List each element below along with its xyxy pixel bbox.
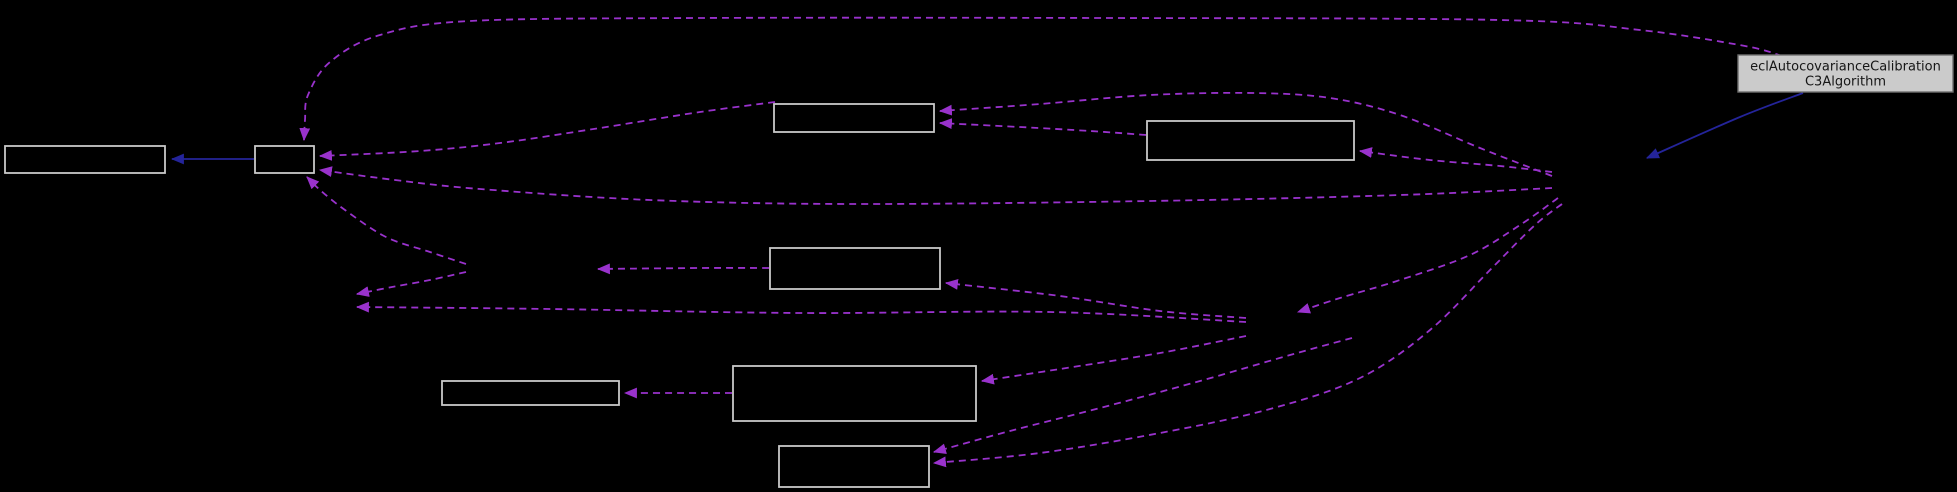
class-node-4[interactable] bbox=[1146, 120, 1355, 161]
edge-midnode-to-node2-bottom bbox=[306, 176, 467, 265]
edge-hub-to-node4 bbox=[1358, 147, 1553, 173]
edge-lownode-to-node8-upper bbox=[932, 337, 1353, 455]
current-class-label-line2: C3Algorithm bbox=[1805, 75, 1886, 90]
edge-node4-to-node3-lower bbox=[938, 118, 1147, 136]
class-node-1[interactable] bbox=[4, 145, 166, 174]
edge-lownode-to-leftnode-lower bbox=[355, 301, 1247, 323]
current-class-label-line1: eclAutocovarianceCalibration bbox=[1750, 60, 1941, 75]
edge-layer bbox=[170, 16, 1804, 468]
class-node-2[interactable] bbox=[254, 145, 315, 174]
class-node-3[interactable] bbox=[773, 103, 935, 133]
class-node-8[interactable] bbox=[778, 445, 930, 488]
edge-lownode-to-node6 bbox=[980, 335, 1247, 385]
edge-hub-to-node2 bbox=[318, 166, 1553, 205]
class-node-6[interactable] bbox=[732, 365, 977, 422]
edge-hub-to-node8-lower bbox=[932, 203, 1563, 468]
edge-current-to-node2-top bbox=[299, 16, 1783, 142]
edge-node3-to-node2 bbox=[318, 101, 776, 161]
edge-current-to-hub bbox=[1646, 92, 1804, 159]
edge-midnode-to-leftnode-upper bbox=[355, 271, 467, 297]
edge-lownode-to-node5 bbox=[944, 278, 1247, 319]
current-class-node[interactable] bbox=[1737, 54, 1954, 93]
edge-node5-to-midnode bbox=[596, 263, 770, 275]
edge-hub-to-node3-upper bbox=[938, 91, 1553, 177]
edge-hub-to-lownode-top bbox=[1296, 197, 1559, 314]
class-node-7[interactable] bbox=[441, 380, 620, 406]
class-node-5[interactable] bbox=[769, 247, 941, 290]
